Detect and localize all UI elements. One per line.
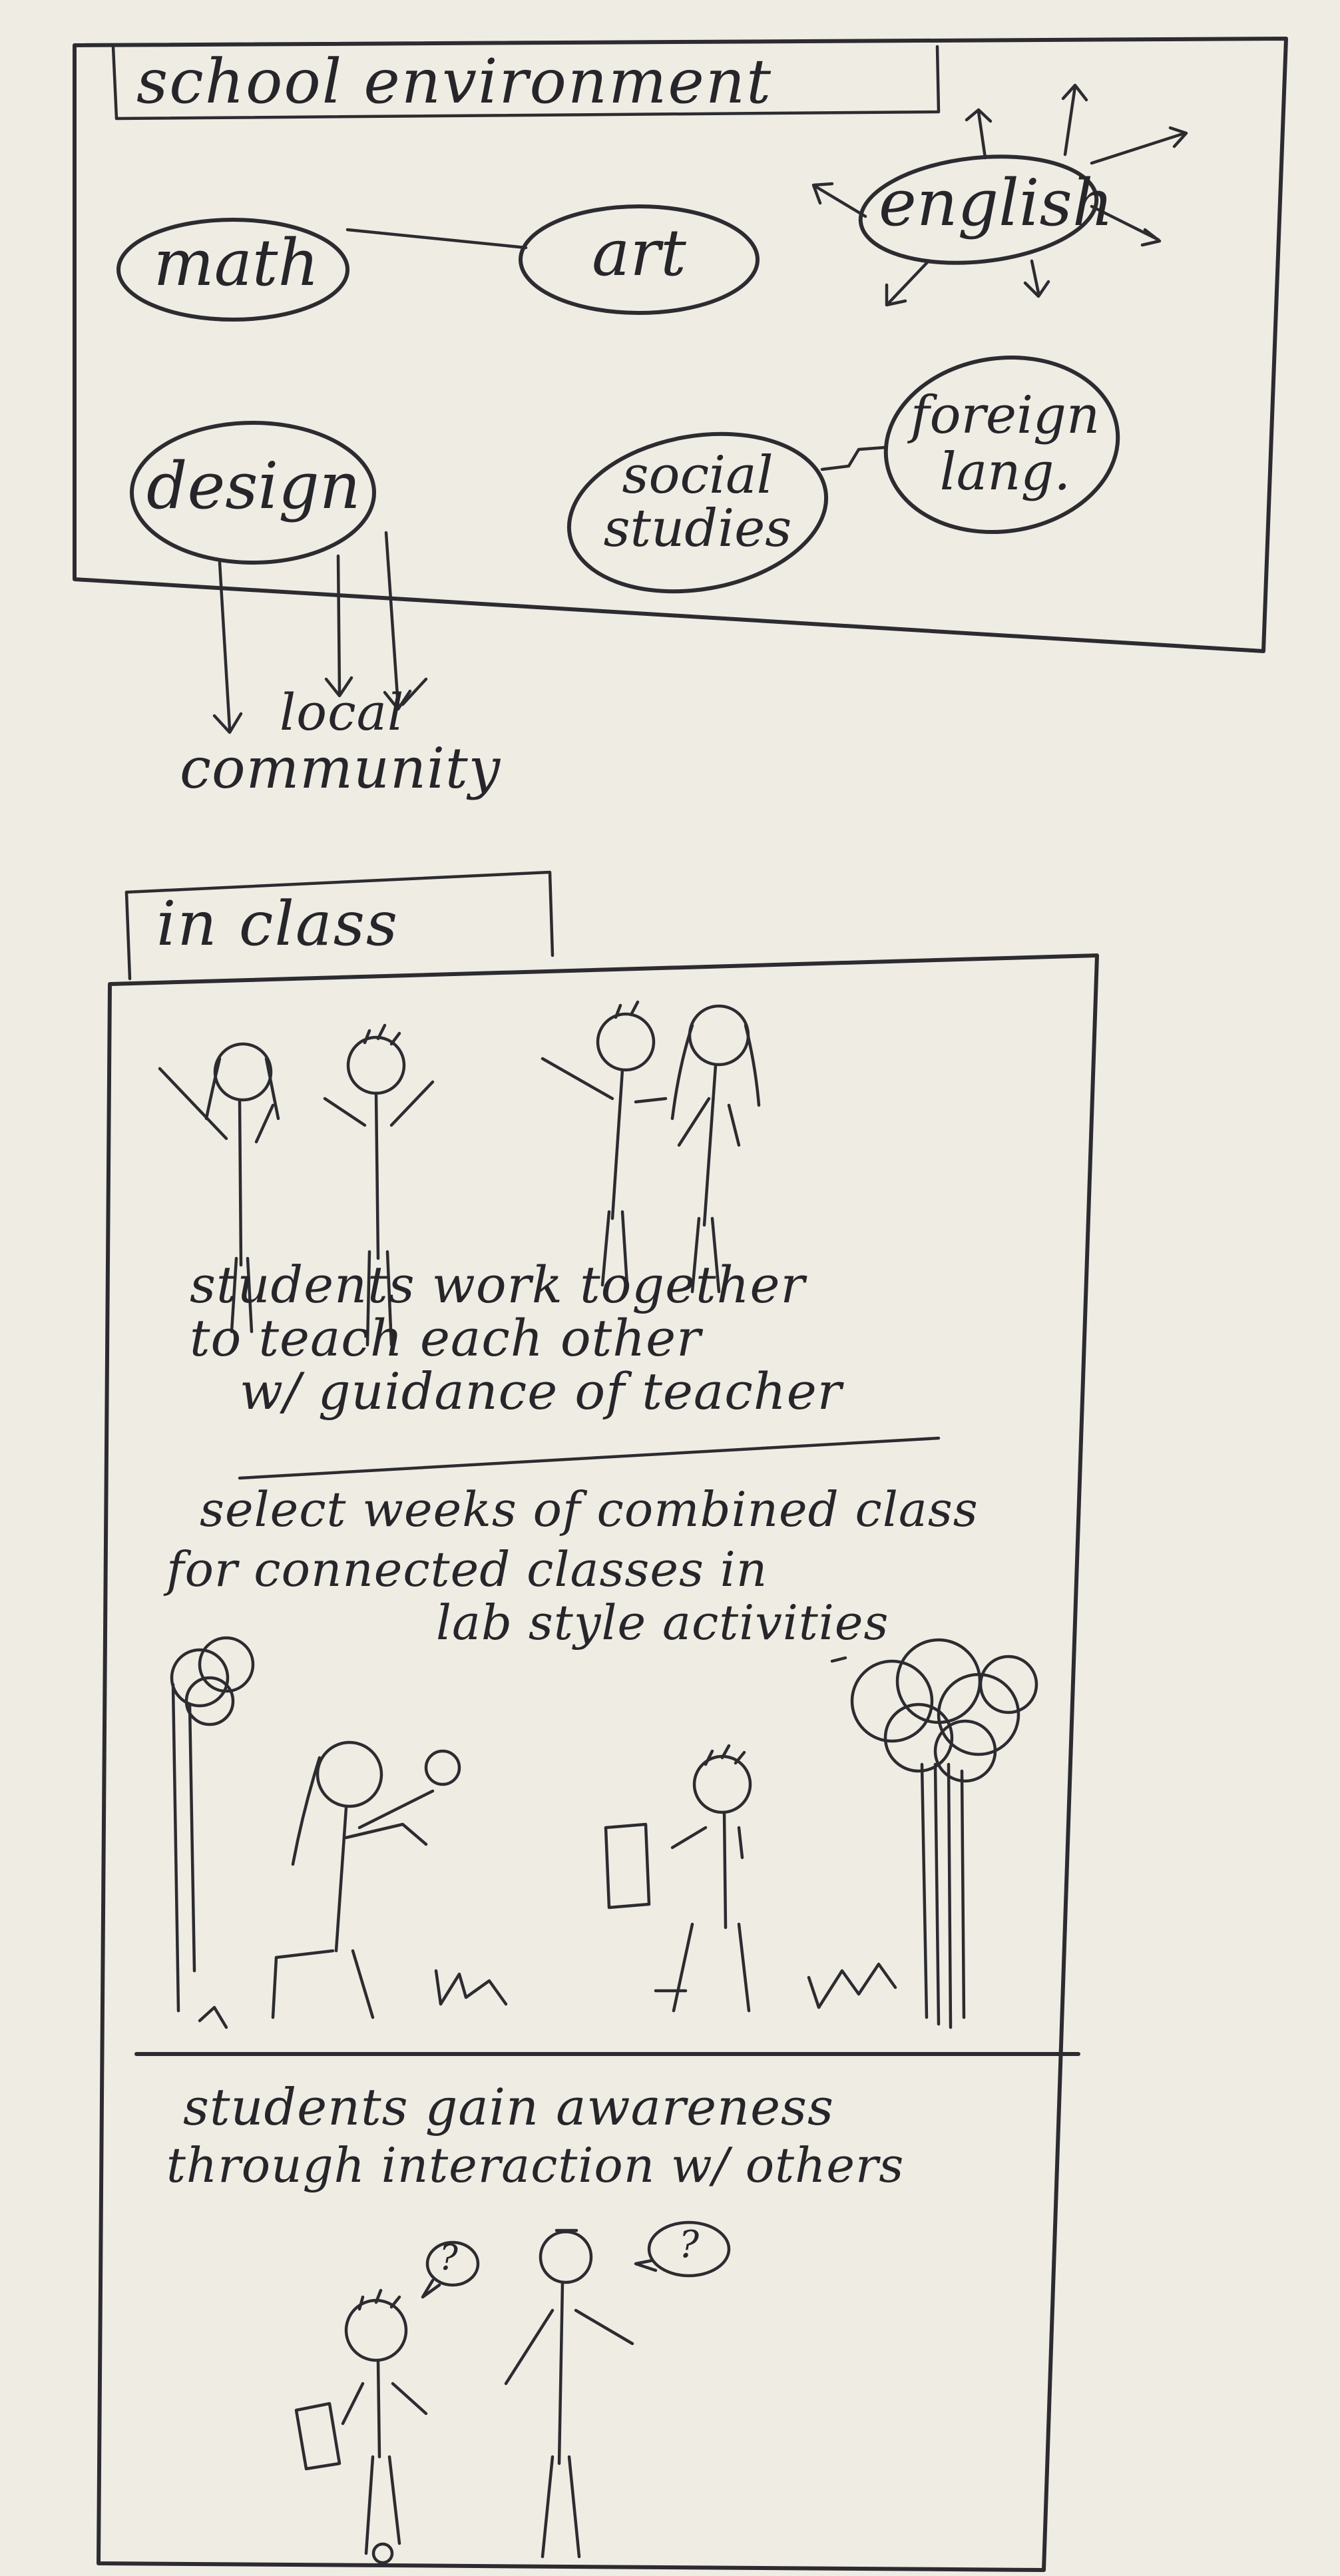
- art-node: [519, 204, 760, 315]
- question-mark-right: ?: [679, 2223, 700, 2266]
- design-label: design: [146, 449, 361, 523]
- social-studies-node: [566, 431, 829, 594]
- students-group-illustration: [158, 1000, 761, 1347]
- design-to-community-arrows: [212, 531, 428, 734]
- social-studies-label-line1: social: [622, 445, 774, 505]
- interaction-illustration: [294, 2220, 731, 2565]
- art-label: art: [592, 216, 686, 290]
- social-foreign-connector: [820, 445, 887, 471]
- note-2-line-1: select weeks of combined class: [200, 1481, 979, 1537]
- foreign-lang-node: [883, 355, 1120, 535]
- foreign-lang-label-line1: foreign: [910, 386, 1100, 445]
- english-label: english: [879, 166, 1114, 240]
- school-environment-frame: [73, 37, 1288, 653]
- note-3-line-2: through interaction w/ others: [166, 2137, 905, 2193]
- note-3-line-1: students gain awareness: [183, 2077, 835, 2137]
- note-1-line-3: w/ guidance of teacher: [240, 1362, 843, 1421]
- in-class-frame: [97, 870, 1099, 2572]
- lab-activity-illustration: [170, 1636, 1038, 2029]
- social-studies-label-line2: studies: [603, 499, 792, 559]
- local-community-label-line1: local: [280, 682, 405, 742]
- note-1-line-2: to teach each other: [190, 1308, 702, 1368]
- math-node: [116, 218, 349, 322]
- question-mark-left: ?: [439, 2238, 458, 2278]
- note-2-line-2: for connected classes in: [166, 1541, 768, 1597]
- english-arrows: [811, 83, 1188, 307]
- foreign-lang-label-line2: lang.: [939, 442, 1071, 502]
- local-community-label-line2: community: [180, 736, 501, 801]
- note-1-line-1: students work together: [190, 1255, 805, 1314]
- note-2-line-3: lab style activities: [436, 1595, 889, 1651]
- in-class-title: in class: [156, 888, 399, 959]
- math-label: math: [153, 226, 320, 300]
- english-node: [858, 154, 1099, 265]
- design-node: [130, 421, 376, 565]
- school-environment-title: school environment: [136, 46, 773, 117]
- math-art-connector: [345, 228, 528, 250]
